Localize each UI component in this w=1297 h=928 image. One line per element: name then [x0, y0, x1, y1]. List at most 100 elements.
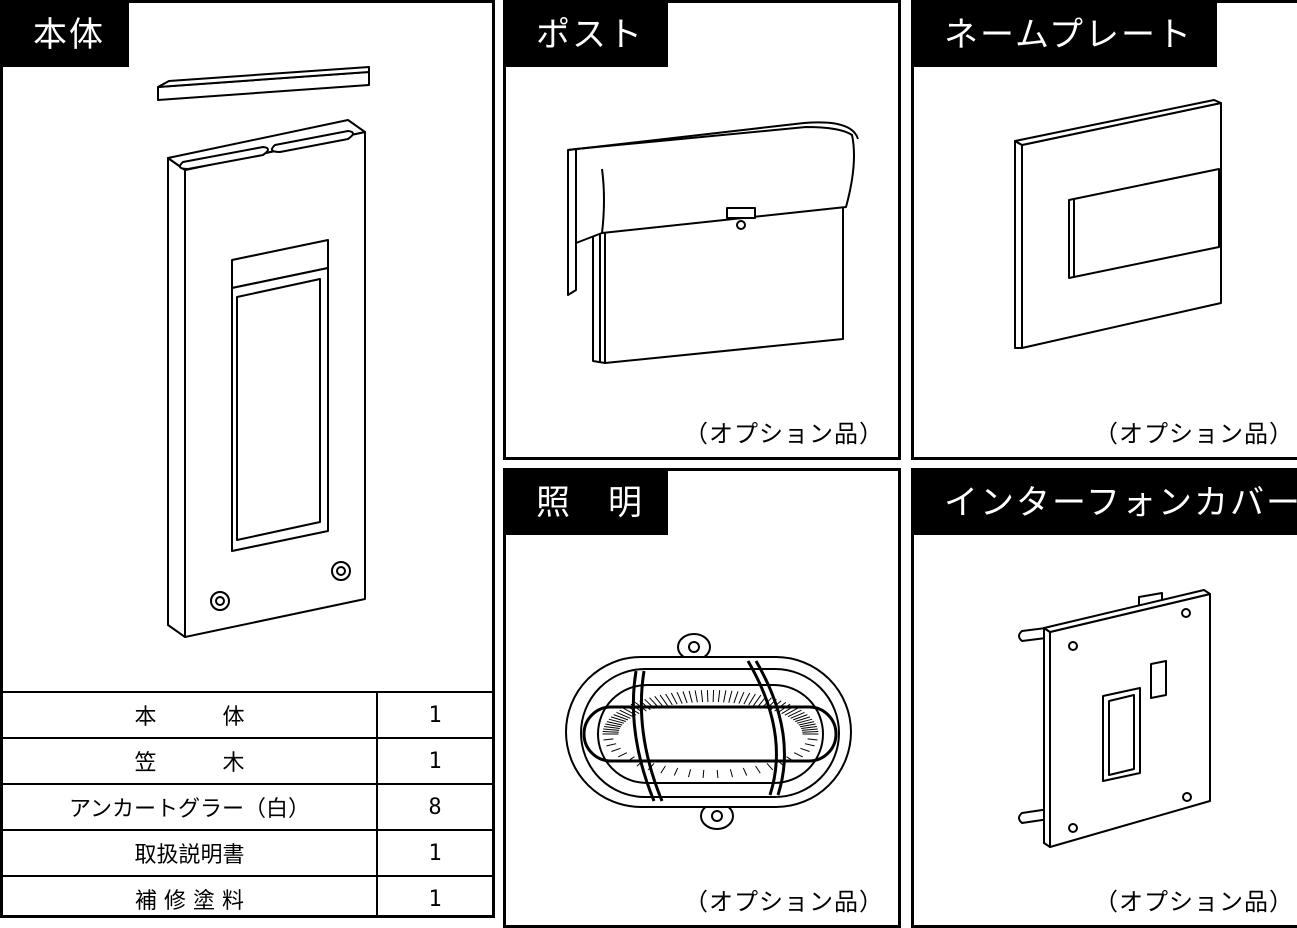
screw-hole	[1183, 793, 1191, 801]
hatch-line	[611, 717, 626, 722]
hatch-line	[617, 712, 631, 718]
hatch-line	[660, 695, 668, 706]
hatch-line	[793, 715, 807, 720]
hatch-line	[603, 732, 619, 733]
option-note: （オプション品）	[684, 420, 884, 448]
hatch-line	[674, 768, 677, 776]
cover-top	[1044, 590, 1210, 632]
intercom-cover-panel: インターフォンカバー （オプション品）	[911, 468, 1297, 928]
hatch-line	[661, 766, 666, 773]
post-latch-ring	[737, 221, 745, 229]
plate-side	[1015, 141, 1022, 348]
hatch-line	[604, 727, 620, 729]
hatch-line	[800, 724, 816, 727]
hatch-line	[767, 763, 773, 770]
panel-title: ネームプレート	[914, 3, 1217, 67]
hatch-line	[788, 710, 802, 717]
hatch-line	[689, 769, 691, 777]
top-slot-right	[272, 131, 353, 152]
option-note: （オプション品）	[684, 888, 884, 916]
hatch-line	[805, 744, 815, 746]
lamp-wire-guard	[584, 661, 836, 801]
niche-inner	[237, 279, 320, 540]
hatch-line	[703, 770, 704, 778]
post-latch	[727, 208, 755, 218]
plate-top	[1015, 100, 1221, 145]
post-drawing	[506, 3, 898, 457]
hatch-line	[753, 695, 761, 706]
option-note: （オプション品）	[1094, 420, 1294, 448]
lamp-drawing	[506, 471, 898, 925]
hatch-line	[607, 744, 617, 746]
hatch-line	[695, 690, 697, 702]
panel-title: 照 明	[506, 471, 668, 535]
hatch-line	[603, 729, 619, 730]
hatch-line	[791, 712, 805, 718]
hatch-line	[749, 694, 756, 705]
nameplate-panel: ネームプレート （オプション品）	[911, 0, 1297, 460]
hatch-line	[620, 710, 634, 717]
hatch-line	[683, 691, 687, 703]
hatch-line	[801, 727, 817, 729]
hatch-line	[802, 732, 818, 733]
panel-title: 本体	[3, 3, 129, 67]
hatch-line	[729, 691, 732, 703]
top-slot-left	[180, 147, 268, 169]
hatch-line	[609, 719, 624, 723]
hatch-line	[618, 753, 627, 757]
hatch-line	[604, 739, 614, 740]
hatch-line	[797, 719, 812, 723]
hatch-line	[717, 770, 718, 778]
hatch-line	[689, 691, 692, 703]
hatch-line	[701, 690, 702, 702]
hatch-line	[724, 690, 726, 702]
hatch-line	[743, 768, 746, 776]
post-lid-side	[568, 149, 576, 295]
hatch-line	[611, 748, 620, 751]
post-panel: ポスト （オプション品）	[503, 0, 901, 460]
hatch-line	[800, 748, 809, 751]
main-body-drawing	[3, 3, 492, 691]
panel-title: ポスト	[506, 3, 668, 67]
hatch-line	[756, 766, 761, 773]
hatch-line	[744, 693, 750, 704]
hatch-line	[734, 691, 738, 703]
hatch-line	[795, 717, 810, 722]
screw-hole	[1069, 642, 1077, 650]
hatch-line	[605, 724, 621, 727]
hatch-line	[718, 690, 719, 702]
hatch-line	[666, 694, 673, 705]
hatch-line	[802, 729, 818, 730]
hatch-line	[614, 715, 628, 720]
screw-hole	[1069, 824, 1077, 832]
intercom-cover-drawing	[914, 471, 1297, 925]
cap-board-top	[158, 67, 369, 87]
option-note: （オプション品）	[1094, 888, 1294, 916]
hatch-line	[739, 692, 744, 703]
hatch-line	[607, 722, 622, 725]
hatch-line	[707, 690, 708, 702]
nameplate-drawing	[914, 3, 1297, 457]
screw-hole	[1182, 609, 1190, 617]
table-row: アンカートグラー（白）8	[3, 783, 492, 830]
hatch-line	[785, 708, 798, 715]
body-side	[168, 158, 185, 637]
hatch-line	[677, 692, 682, 703]
hatch-line	[730, 769, 732, 777]
cover-slot	[1151, 661, 1166, 698]
hatch-line	[799, 722, 814, 725]
post-lid	[576, 127, 854, 243]
hatch-line	[655, 696, 663, 706]
panel-title: インターフォンカバー	[914, 471, 1297, 535]
nameplate-label	[1069, 169, 1219, 278]
hatch-line	[713, 690, 714, 702]
hatch-line	[808, 739, 818, 740]
hatch-line	[671, 693, 677, 704]
hatch-line	[794, 753, 803, 757]
